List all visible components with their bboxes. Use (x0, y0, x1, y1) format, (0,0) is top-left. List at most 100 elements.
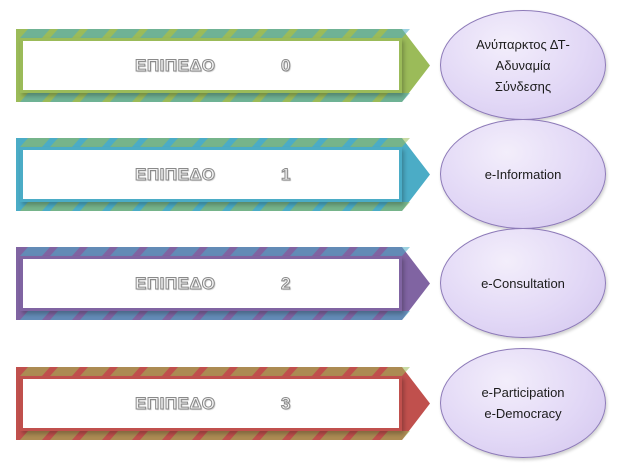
arrow-stripe (20, 311, 50, 320)
arrow-stripe (80, 138, 110, 147)
arrow-stripe (260, 431, 290, 440)
arrow-stripe (350, 247, 380, 256)
arrow-stripe (230, 138, 260, 147)
arrow-stripe (380, 311, 410, 320)
arrow-stripe (230, 311, 260, 320)
arrow-stripe (200, 29, 230, 38)
arrow-stripe (260, 202, 290, 211)
arrow-stripe (230, 367, 260, 376)
level-box-3: ΕΠΙΠΕΔΟ 3 (20, 376, 402, 431)
arrow-stripe (80, 29, 110, 38)
level-number: 3 (281, 394, 291, 414)
arrow-stripe (380, 367, 410, 376)
arrow-stripe (290, 29, 320, 38)
description-line: e-Democracy (484, 406, 562, 421)
description-line: e-Information (484, 166, 562, 182)
arrow-stripe (290, 311, 320, 320)
arrow-stripe (380, 431, 410, 440)
arrow-stripe (230, 29, 260, 38)
arrow-stripe (50, 138, 80, 147)
level-description-bubble-2: e-Consultation (440, 228, 606, 338)
arrow-stripe (230, 93, 260, 102)
arrow-stripe (140, 138, 170, 147)
arrow-stripe (170, 367, 200, 376)
arrow-stripe (140, 93, 170, 102)
level-description-bubble-1: e-Information (440, 119, 606, 229)
arrow-stripe (110, 93, 140, 102)
arrow-stripe (50, 202, 80, 211)
arrow-stripe (320, 202, 350, 211)
description-line: e-Consultation (481, 275, 565, 291)
arrow-stripe (350, 93, 380, 102)
description-line: Αδυναμία (495, 57, 551, 73)
arrow-stripe (230, 247, 260, 256)
arrow-stripe (170, 431, 200, 440)
arrow-stripe (260, 311, 290, 320)
arrow-stripe (290, 367, 320, 376)
level-label: ΕΠΙΠΕΔΟ (134, 165, 216, 185)
arrow-stripe (320, 93, 350, 102)
level-number: 0 (281, 56, 291, 76)
arrow-stripe (350, 202, 380, 211)
arrow-stripe (200, 138, 230, 147)
arrow-stripe (140, 202, 170, 211)
arrow-stripe (20, 138, 50, 147)
arrow-stripe (50, 247, 80, 256)
description-line: e-Participation (481, 385, 565, 400)
arrow-stripe (110, 247, 140, 256)
arrow-stripe (320, 311, 350, 320)
arrow-stripe (20, 93, 50, 102)
arrow-stripe (380, 247, 410, 256)
arrow-stripe (320, 138, 350, 147)
arrow-stripe (80, 431, 110, 440)
arrow-stripe (80, 311, 110, 320)
arrow-stripe (200, 367, 230, 376)
level-row-1: ΕΠΙΠΕΔΟ 1 e-Information (0, 117, 617, 233)
level-row-2: ΕΠΙΠΕΔΟ 2 e-Consultation (0, 226, 617, 342)
arrow-stripe (80, 93, 110, 102)
arrow-stripe (170, 138, 200, 147)
arrow-stripe (20, 29, 50, 38)
arrow-stripe (170, 29, 200, 38)
level-label: ΕΠΙΠΕΔΟ (134, 274, 216, 294)
description-line: Ανύπαρκτος ΔΤ- (476, 36, 570, 52)
arrow-stripe (140, 29, 170, 38)
level-row-0: ΕΠΙΠΕΔΟ 0 Ανύπαρκτος ΔΤ- Αδυναμία Σύνδεσ… (0, 8, 617, 124)
arrow-stripe (320, 247, 350, 256)
level-row-3: ΕΠΙΠΕΔΟ 3 e-Participation e-Democracy (0, 344, 617, 460)
arrow-stripe (290, 247, 320, 256)
arrow-stripe (110, 431, 140, 440)
arrow-stripe (200, 431, 230, 440)
arrow-stripe (140, 311, 170, 320)
level-box-0: ΕΠΙΠΕΔΟ 0 (20, 38, 402, 93)
arrow-stripe (260, 29, 290, 38)
arrow-stripe (200, 311, 230, 320)
arrow-stripe (350, 29, 380, 38)
arrow-stripe (50, 367, 80, 376)
arrow-stripe (140, 247, 170, 256)
arrow-stripe (50, 29, 80, 38)
arrow-stripe (200, 93, 230, 102)
arrow-stripe (20, 431, 50, 440)
arrow-stripe (50, 93, 80, 102)
arrow-stripe (290, 93, 320, 102)
arrow-stripe (320, 431, 350, 440)
arrow-stripe (80, 367, 110, 376)
arrow-stripe (260, 93, 290, 102)
arrow-stripe (230, 202, 260, 211)
arrow-stripe (200, 247, 230, 256)
arrow-stripe (260, 138, 290, 147)
arrow-stripe (80, 247, 110, 256)
description-line: Σύνδεσης (494, 78, 552, 94)
arrow-stripe (110, 202, 140, 211)
arrow-stripe (380, 29, 410, 38)
level-description-bubble-0: Ανύπαρκτος ΔΤ- Αδυναμία Σύνδεσης (440, 10, 606, 120)
arrow-stripe (50, 431, 80, 440)
arrow-stripe (110, 138, 140, 147)
arrow-stripe (110, 311, 140, 320)
arrow-stripe (350, 367, 380, 376)
arrow-stripe (170, 202, 200, 211)
arrow-stripe (20, 202, 50, 211)
arrow-stripe (80, 202, 110, 211)
